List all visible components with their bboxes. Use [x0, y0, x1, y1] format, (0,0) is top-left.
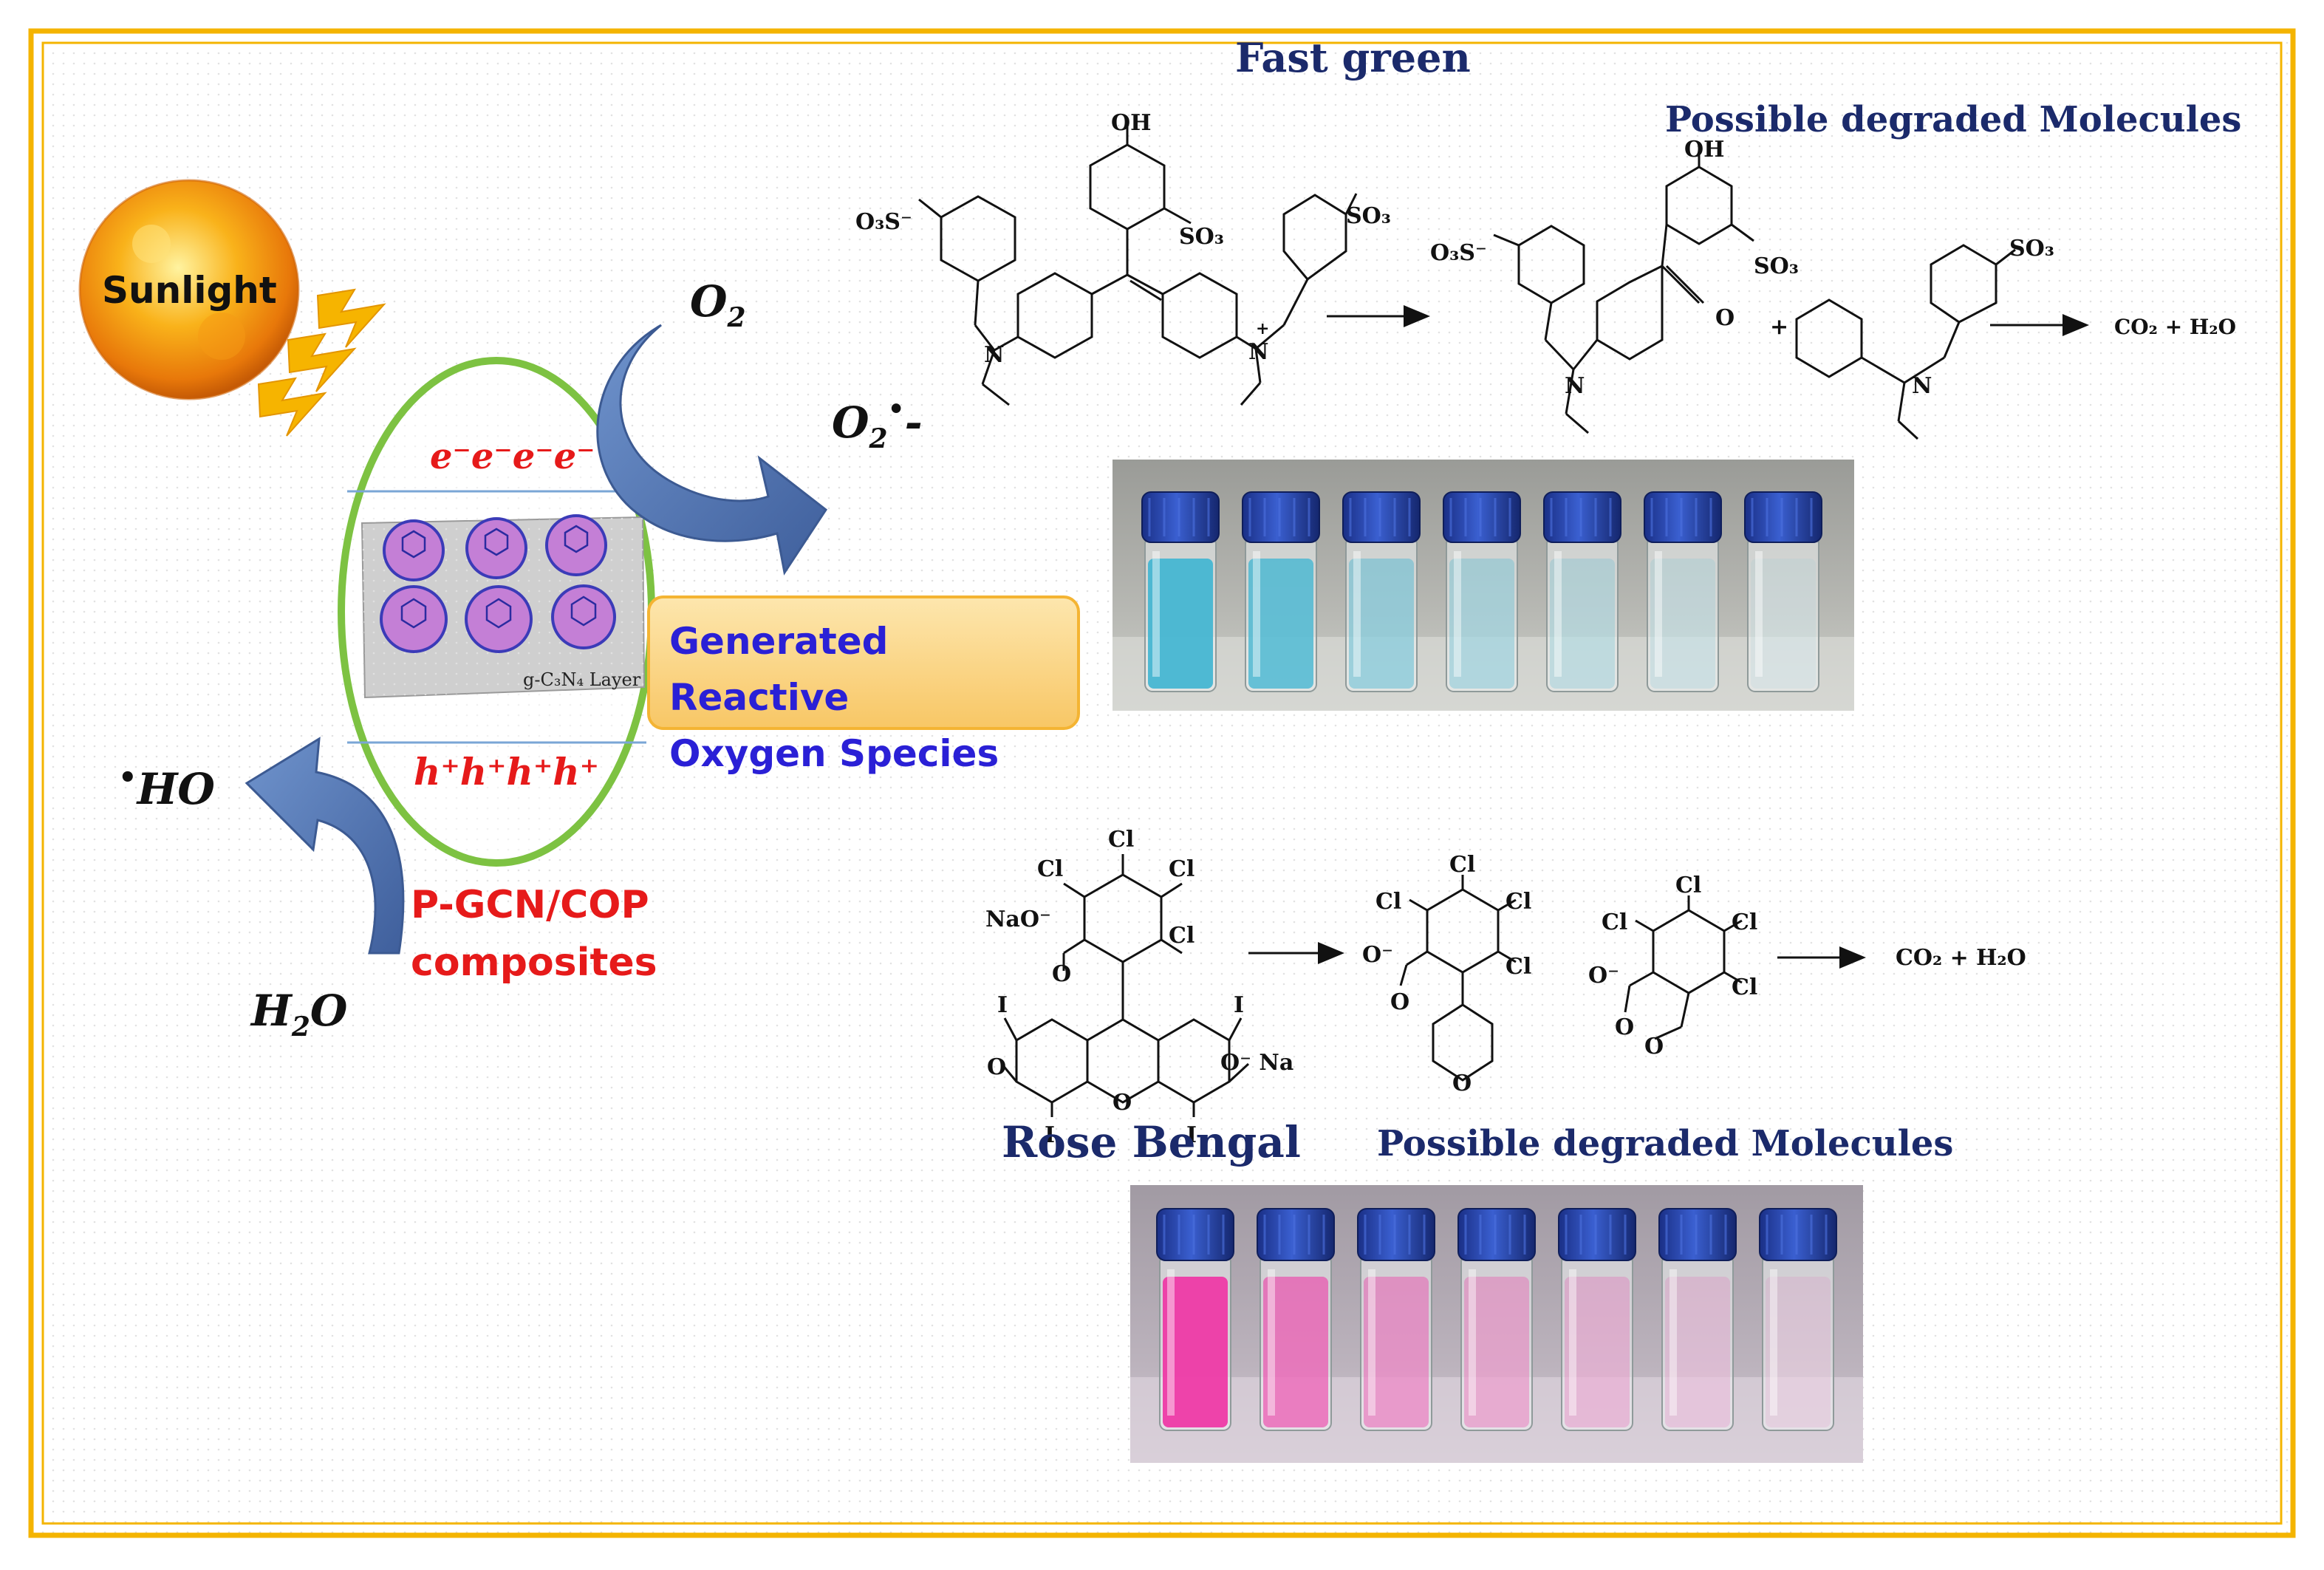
rb-p2-o: O [1615, 1014, 1634, 1040]
fg-so3-right: SO₃ [1346, 203, 1391, 229]
water-oxidation-arrow-icon [245, 737, 405, 955]
rose-bengal-vial [1658, 1208, 1737, 1431]
fast-green-vial [1443, 491, 1521, 692]
oxygen-reduction-arrow-icon [596, 324, 828, 576]
rb-o-ring: O [1113, 1090, 1132, 1116]
rb-p2-cl-1: Cl [1675, 873, 1701, 898]
fg-prod-o: O [1715, 305, 1735, 331]
rb-final-product: CO₂ + H₂O [1896, 945, 2026, 971]
rb-cl-2: Cl [1037, 856, 1063, 882]
rb-p2-o-aldehyde: O [1644, 1034, 1664, 1059]
outer-frame [28, 28, 2296, 1538]
fast-green-products-title: Possible degraded Molecules [1665, 99, 2242, 140]
fg-final-product: CO₂ + H₂O [2114, 315, 2236, 339]
fg-n-left: N [984, 342, 1004, 368]
rb-o-na: O⁻ Na [1220, 1050, 1293, 1076]
fg-n-plus: + [1256, 319, 1269, 338]
fast-green-vial [1644, 491, 1722, 692]
composite-line-2: composites [411, 941, 657, 985]
rose-bengal-vial [1257, 1208, 1335, 1431]
fg-prod-so3-c: SO₃ [2009, 236, 2054, 262]
fast-green-vial [1342, 491, 1421, 692]
holes-label: h⁺h⁺h⁺h⁺ [414, 750, 599, 793]
ros-line-1: Generated Reactive [669, 620, 889, 719]
fast-green-title: Fast green [1235, 34, 1471, 81]
sun-icon [78, 179, 300, 400]
rb-p2-cl-4: Cl [1732, 975, 1757, 1000]
rb-i-2: I [1234, 992, 1244, 1018]
ros-line-2: Oxygen Species [669, 732, 999, 775]
rb-p2-cl-2: Cl [1602, 909, 1627, 935]
gcn-layer-icon [360, 514, 646, 699]
rb-cl-1: Cl [1108, 827, 1134, 853]
fast-green-vials-photo [1113, 460, 1854, 711]
fg-oh-label: OH [1111, 110, 1151, 136]
rb-o-left: O [987, 1054, 1006, 1080]
oxygen-label: O2 [690, 276, 746, 333]
rb-p1-cl-3: Cl [1506, 889, 1531, 915]
rb-o-carbonyl: O [1052, 961, 1071, 987]
rose-bengal-title: Rose Bengal [1002, 1117, 1301, 1167]
rb-cl-3: Cl [1169, 856, 1195, 882]
rb-p1-o-ring: O [1452, 1071, 1472, 1096]
superoxide-label: O2•- [832, 394, 923, 454]
rb-p1-o: O [1390, 989, 1409, 1015]
fg-product-b-structure [1795, 244, 2016, 440]
fg-prod-so3-a: O₃S⁻ [1430, 240, 1487, 266]
fg-so3-left: O₃S⁻ [855, 209, 912, 235]
inner-frame [41, 41, 2283, 1525]
fg-plus-sign: + [1770, 314, 1788, 340]
rb-p1-cl-2: Cl [1375, 889, 1401, 915]
rose-bengal-vial [1156, 1208, 1234, 1431]
fast-green-vial [1141, 491, 1220, 692]
fg-prod-n-a: N [1565, 373, 1585, 399]
rose-bengal-vial [1759, 1208, 1837, 1431]
layer-label: g-C₃N₄ Layer [523, 669, 641, 690]
fast-green-vial [1543, 491, 1621, 692]
rose-bengal-vial [1457, 1208, 1536, 1431]
fast-green-structure [918, 124, 1358, 406]
rb-p1-o-minus: O⁻ [1362, 942, 1393, 968]
rb-product-1-structure [1399, 875, 1517, 1082]
lightning-bolts-icon [257, 288, 386, 437]
rose-bengal-products-title: Possible degraded Molecules [1377, 1123, 1954, 1164]
electrons-label: e⁻e⁻e⁻e⁻ [430, 436, 595, 477]
rose-bengal-structure [1000, 854, 1250, 1117]
rb-i-3: I [1045, 1122, 1055, 1148]
rb-i-4: I [1186, 1122, 1197, 1148]
fg-prod-so3-b: SO₃ [1754, 253, 1799, 279]
rose-bengal-vial [1558, 1208, 1636, 1431]
rb-p1-cl-1: Cl [1449, 852, 1475, 878]
rb-p1-cl-4: Cl [1506, 954, 1531, 980]
rose-bengal-vial [1357, 1208, 1435, 1431]
composite-label: P-GCN/COP composites [411, 876, 657, 992]
fg-n-right: N [1248, 339, 1268, 365]
rb-i-1: I [997, 992, 1008, 1018]
rb-cl-4: Cl [1169, 923, 1195, 949]
fast-green-vial [1242, 491, 1320, 692]
fg-prod-oh: OH [1684, 137, 1724, 163]
ros-callout: Generated Reactive Oxygen Species [647, 595, 1080, 775]
fg-prod-n-b: N [1912, 373, 1932, 399]
fg-product-a-structure [1493, 151, 1754, 434]
rb-product-2-structure [1624, 895, 1743, 1040]
fast-green-vial [1744, 491, 1822, 692]
rb-p2-o-minus: O⁻ [1588, 963, 1619, 989]
hydroxyl-label: •HO [118, 760, 215, 814]
sunlight-label: Sunlight [102, 269, 277, 312]
rb-nao: NaO⁻ [985, 907, 1051, 932]
composite-line-1: P-GCN/COP [411, 883, 649, 927]
rb-p2-cl-3: Cl [1732, 909, 1757, 935]
water-label: H2O [250, 986, 348, 1042]
rose-bengal-vials-photo [1130, 1185, 1863, 1463]
fg-so3-mid: SO₃ [1179, 224, 1224, 250]
